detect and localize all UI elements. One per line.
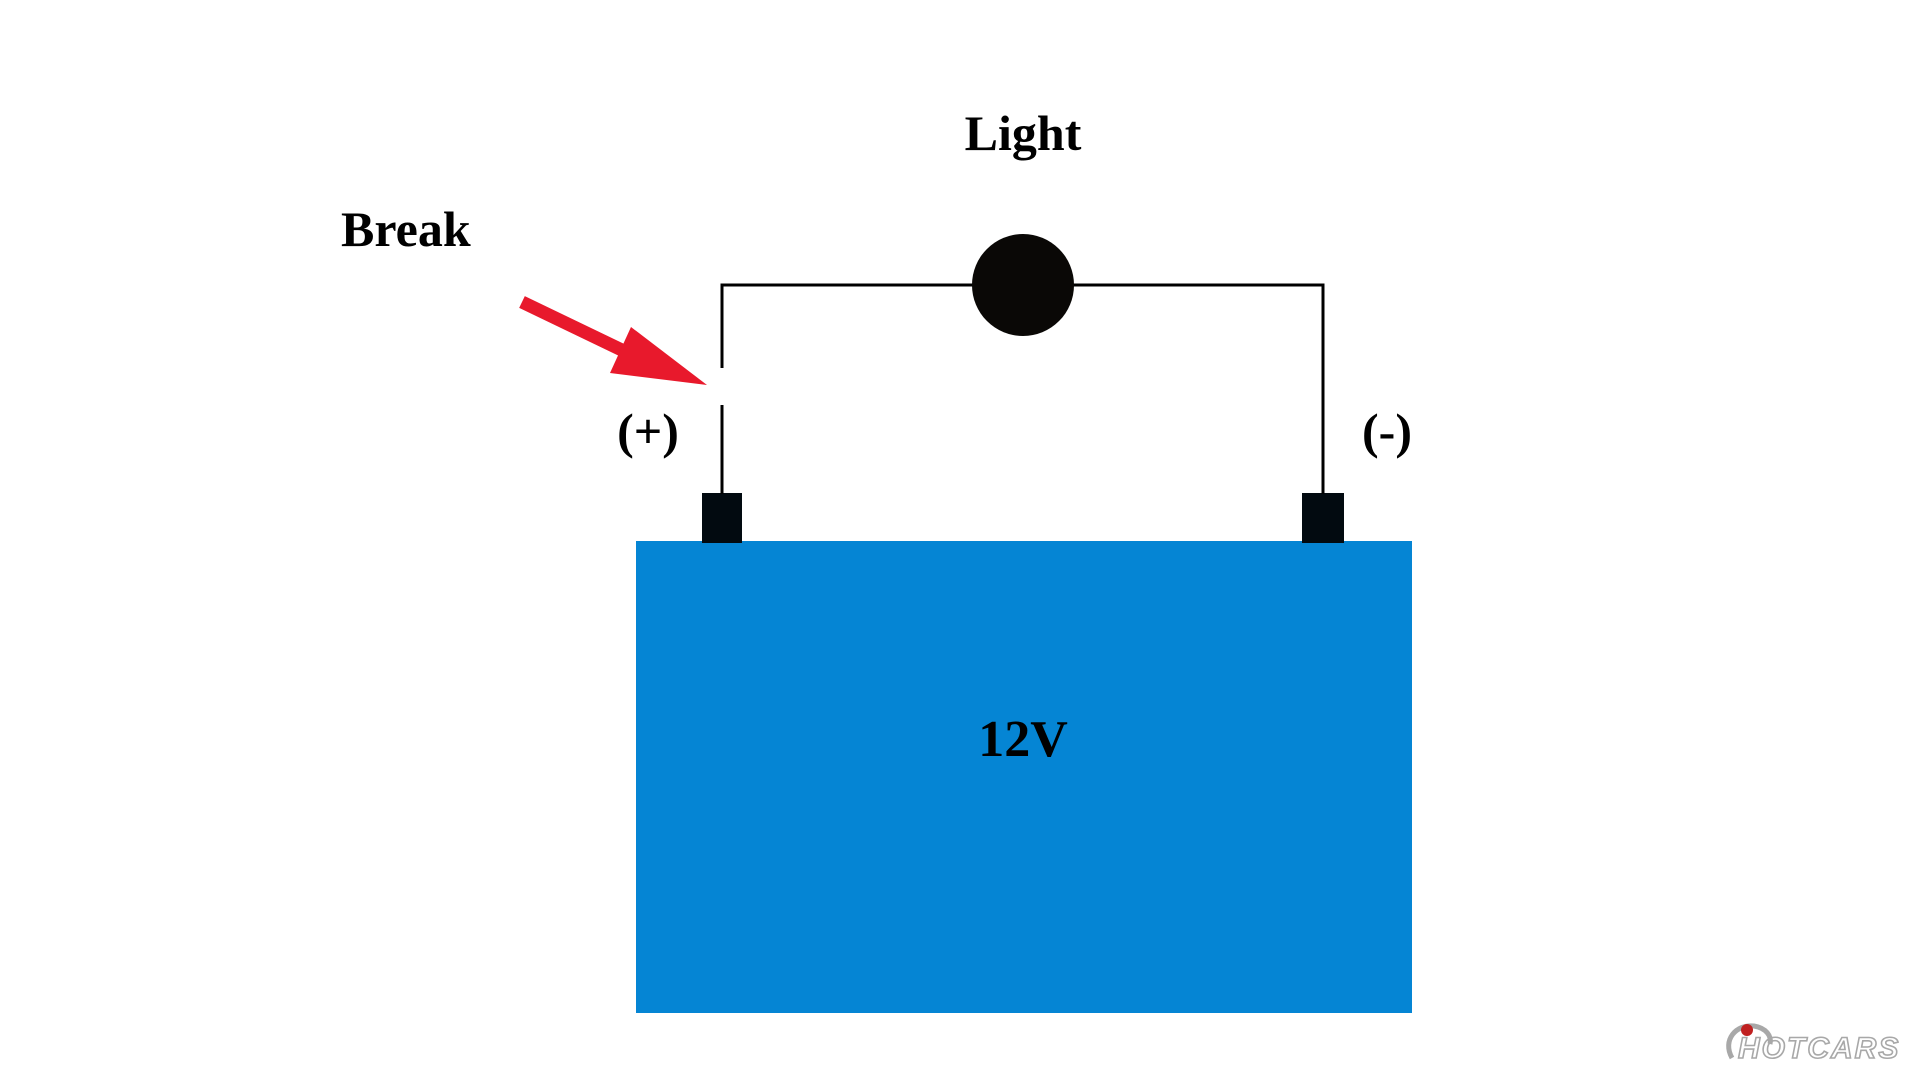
voltage-label: 12V <box>978 711 1068 768</box>
svg-text:HOTCARS: HOTCARS <box>1738 1032 1900 1065</box>
wire-positive-upper <box>720 283 1023 368</box>
hotcars-logo: HOTCARS <box>1726 1023 1900 1066</box>
battery-body <box>636 541 1412 1013</box>
positive-label: (+) <box>617 403 679 459</box>
break-label: Break <box>341 201 471 257</box>
wire-negative <box>1023 283 1325 494</box>
positive-terminal <box>702 493 742 543</box>
light-bulb-icon <box>972 234 1074 336</box>
arrow-icon <box>519 296 707 385</box>
negative-terminal <box>1302 493 1344 543</box>
light-label: Light <box>965 105 1082 161</box>
negative-label: (-) <box>1362 403 1412 459</box>
